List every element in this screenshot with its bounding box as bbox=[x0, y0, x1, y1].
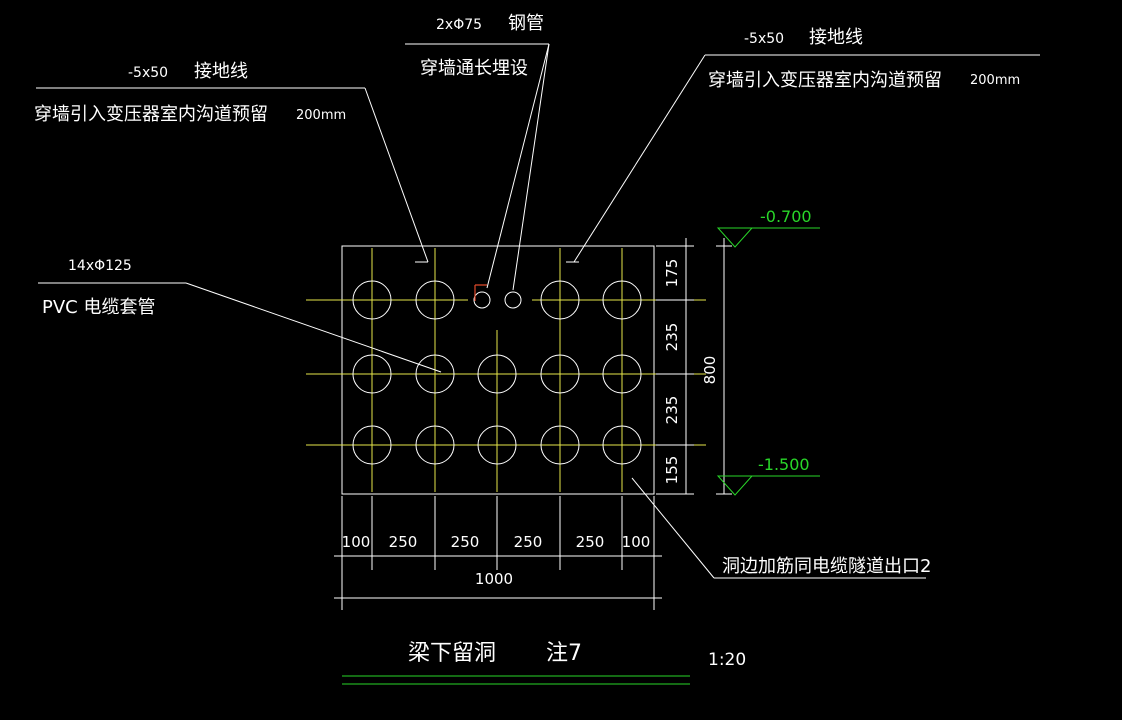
pipe-circle bbox=[602, 425, 642, 465]
ground-right-length: 200mm bbox=[970, 73, 1020, 88]
hdim-total: 1000 bbox=[475, 570, 513, 588]
pipe-circle bbox=[540, 425, 580, 465]
ground-right-name: 接地线 bbox=[809, 27, 863, 48]
ground-left-name: 接地线 bbox=[194, 61, 248, 82]
vdim-175: 175 bbox=[663, 259, 681, 288]
steel-pipe-spec: 2xΦ75 bbox=[436, 17, 482, 33]
hdim-100-left: 100 bbox=[342, 533, 371, 551]
hdim-100-right: 100 bbox=[622, 533, 651, 551]
steel-pipe-name: 钢管 bbox=[508, 13, 544, 34]
pipe-circle bbox=[352, 425, 392, 465]
pipe-circle bbox=[540, 354, 580, 394]
hdim-250-d: 250 bbox=[576, 533, 605, 551]
pipe-circle bbox=[602, 280, 642, 320]
ground-left-desc: 穿墙引入变压器室内沟道预留 bbox=[34, 104, 268, 125]
pipe-circle bbox=[415, 354, 455, 394]
steel-pipe-desc: 穿墙通长埋设 bbox=[420, 58, 528, 79]
horizontal-centerlines bbox=[306, 299, 706, 446]
pipe-circle bbox=[415, 425, 455, 465]
elevation-bottom-label: -1.500 bbox=[758, 455, 810, 474]
vertical-centerlines bbox=[371, 248, 623, 492]
steel-pipes bbox=[473, 284, 522, 309]
pvc-name: PVC 电缆套管 bbox=[42, 297, 155, 318]
hdim-250-a: 250 bbox=[389, 533, 418, 551]
elevation-markers bbox=[716, 227, 820, 496]
vdim-235b: 235 bbox=[663, 396, 681, 425]
vdim-total: 800 bbox=[701, 356, 719, 385]
vertical-dimension bbox=[656, 238, 732, 495]
ground-right-spec: -5x50 bbox=[744, 31, 784, 47]
drawing-note: 注7 bbox=[546, 641, 582, 666]
selection-marker bbox=[474, 284, 487, 301]
ground-left-spec: -5x50 bbox=[128, 65, 168, 81]
vdim-155: 155 bbox=[663, 456, 681, 485]
ground-right-desc: 穿墙引入变压器室内沟道预留 bbox=[708, 70, 942, 91]
pipe-circle bbox=[540, 280, 580, 320]
pipe-circle bbox=[352, 354, 392, 394]
hdim-250-b: 250 bbox=[451, 533, 480, 551]
drawing-scale: 1:20 bbox=[708, 650, 746, 670]
leader-lines bbox=[36, 43, 1040, 579]
pvc-spec: 14xΦ125 bbox=[68, 258, 132, 274]
elevation-top-label: -0.700 bbox=[760, 207, 812, 226]
hdim-250-c: 250 bbox=[514, 533, 543, 551]
horizontal-dimension bbox=[334, 496, 662, 610]
pipe-circle bbox=[415, 280, 455, 320]
drawing-title: 梁下留洞 bbox=[408, 641, 496, 666]
pipe-circle bbox=[477, 354, 517, 394]
pipe-circle bbox=[352, 280, 392, 320]
ground-left-length: 200mm bbox=[296, 108, 346, 123]
pipe-circle bbox=[477, 425, 517, 465]
rebar-note: 洞边加筋同电缆隧道出口2 bbox=[722, 556, 931, 577]
vdim-235a: 235 bbox=[663, 323, 681, 352]
pipe-circle bbox=[602, 354, 642, 394]
pvc-pipe-grid bbox=[352, 280, 642, 465]
